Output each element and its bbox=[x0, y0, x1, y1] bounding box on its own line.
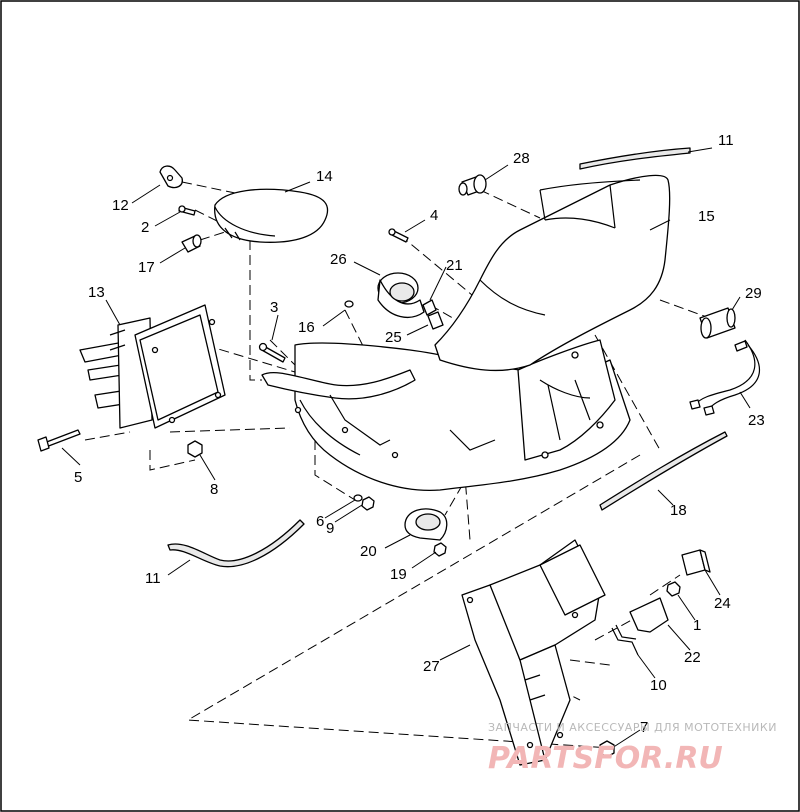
callout-6: 6 bbox=[316, 513, 324, 530]
part-15-cover[interactable] bbox=[434, 174, 671, 372]
callout-3: 3 bbox=[270, 299, 278, 316]
callout-21: 21 bbox=[446, 257, 463, 274]
part-10-clip[interactable] bbox=[611, 624, 639, 656]
callout-2: 2 bbox=[141, 219, 149, 236]
callout-27: 27 bbox=[423, 658, 440, 675]
part-25-connector[interactable] bbox=[427, 311, 444, 330]
part-17-spacer[interactable] bbox=[181, 234, 202, 253]
callout-22: 22 bbox=[684, 649, 701, 666]
part-20-horn[interactable] bbox=[404, 508, 448, 541]
part-21-connector[interactable] bbox=[422, 299, 437, 316]
part-5-bolt[interactable] bbox=[37, 429, 81, 452]
part-7-nut[interactable] bbox=[599, 740, 615, 758]
callout-17: 17 bbox=[138, 259, 155, 276]
part-1-screw[interactable] bbox=[666, 581, 681, 597]
callout-1: 1 bbox=[693, 617, 701, 634]
part-4-screw[interactable] bbox=[388, 228, 409, 243]
callout-11-top: 11 bbox=[718, 132, 734, 149]
callout-26: 26 bbox=[330, 251, 347, 268]
part-13-bracket[interactable] bbox=[79, 304, 226, 429]
fairing-shell[interactable] bbox=[261, 339, 631, 492]
part-11-hose-lower[interactable] bbox=[167, 519, 305, 568]
watermark: ЗАПЧАСТИ И АКСЕССУАРЫ ДЛЯ МОТОТЕХНИКИ PA… bbox=[488, 721, 777, 776]
callout-24: 24 bbox=[714, 595, 731, 612]
callout-15: 15 bbox=[698, 208, 715, 225]
part-24-relay[interactable] bbox=[681, 549, 711, 576]
callout-20: 20 bbox=[360, 543, 377, 560]
part-23-wiring[interactable] bbox=[689, 339, 761, 416]
callout-29: 29 bbox=[745, 285, 762, 302]
part-12-clip[interactable] bbox=[159, 165, 183, 189]
callout-23: 23 bbox=[748, 412, 765, 429]
watermark-brand: PARTSFOR.RU bbox=[488, 741, 723, 776]
callout-28: 28 bbox=[513, 150, 530, 167]
part-11-trim-strip-top[interactable] bbox=[579, 147, 691, 170]
part-3-screw[interactable] bbox=[258, 342, 286, 363]
callout-8: 8 bbox=[210, 481, 218, 498]
callout-18: 18 bbox=[670, 502, 687, 519]
part-2-screw[interactable] bbox=[178, 205, 196, 216]
part-14-seat-pad[interactable] bbox=[214, 188, 329, 243]
callout-12: 12 bbox=[112, 197, 129, 214]
part-8-nut[interactable] bbox=[187, 440, 203, 458]
callout-4: 4 bbox=[430, 207, 438, 224]
callout-14: 14 bbox=[316, 168, 333, 185]
part-19-nut[interactable] bbox=[433, 542, 447, 557]
part-6-washer[interactable] bbox=[353, 494, 363, 502]
watermark-tagline: ЗАПЧАСТИ И АКСЕССУАРЫ ДЛЯ МОТОТЕХНИКИ bbox=[488, 721, 777, 734]
part-9-nut[interactable] bbox=[361, 496, 375, 511]
callout-labels: 11 28 14 12 2 4 15 17 26 21 13 29 3 16 2… bbox=[74, 132, 765, 736]
part-26-gauge[interactable] bbox=[377, 272, 425, 318]
part-27-mounting-bracket[interactable] bbox=[461, 539, 606, 766]
part-28-grommet[interactable] bbox=[458, 174, 487, 196]
callout-25: 25 bbox=[385, 329, 402, 346]
callout-19: 19 bbox=[390, 566, 407, 583]
callout-9: 9 bbox=[326, 520, 334, 537]
callout-16: 16 bbox=[298, 319, 315, 336]
part-18-trim-strip[interactable] bbox=[599, 431, 728, 511]
callout-7: 7 bbox=[640, 719, 648, 736]
callout-10: 10 bbox=[650, 677, 667, 694]
part-22-bracket[interactable] bbox=[629, 597, 669, 633]
callout-leader-lines bbox=[61, 147, 751, 749]
callout-13: 13 bbox=[88, 284, 105, 301]
callout-11-bottom: 11 bbox=[145, 570, 161, 587]
part-16-plug[interactable] bbox=[344, 300, 354, 308]
callout-5: 5 bbox=[74, 469, 82, 486]
part-29-switch[interactable] bbox=[699, 307, 736, 339]
